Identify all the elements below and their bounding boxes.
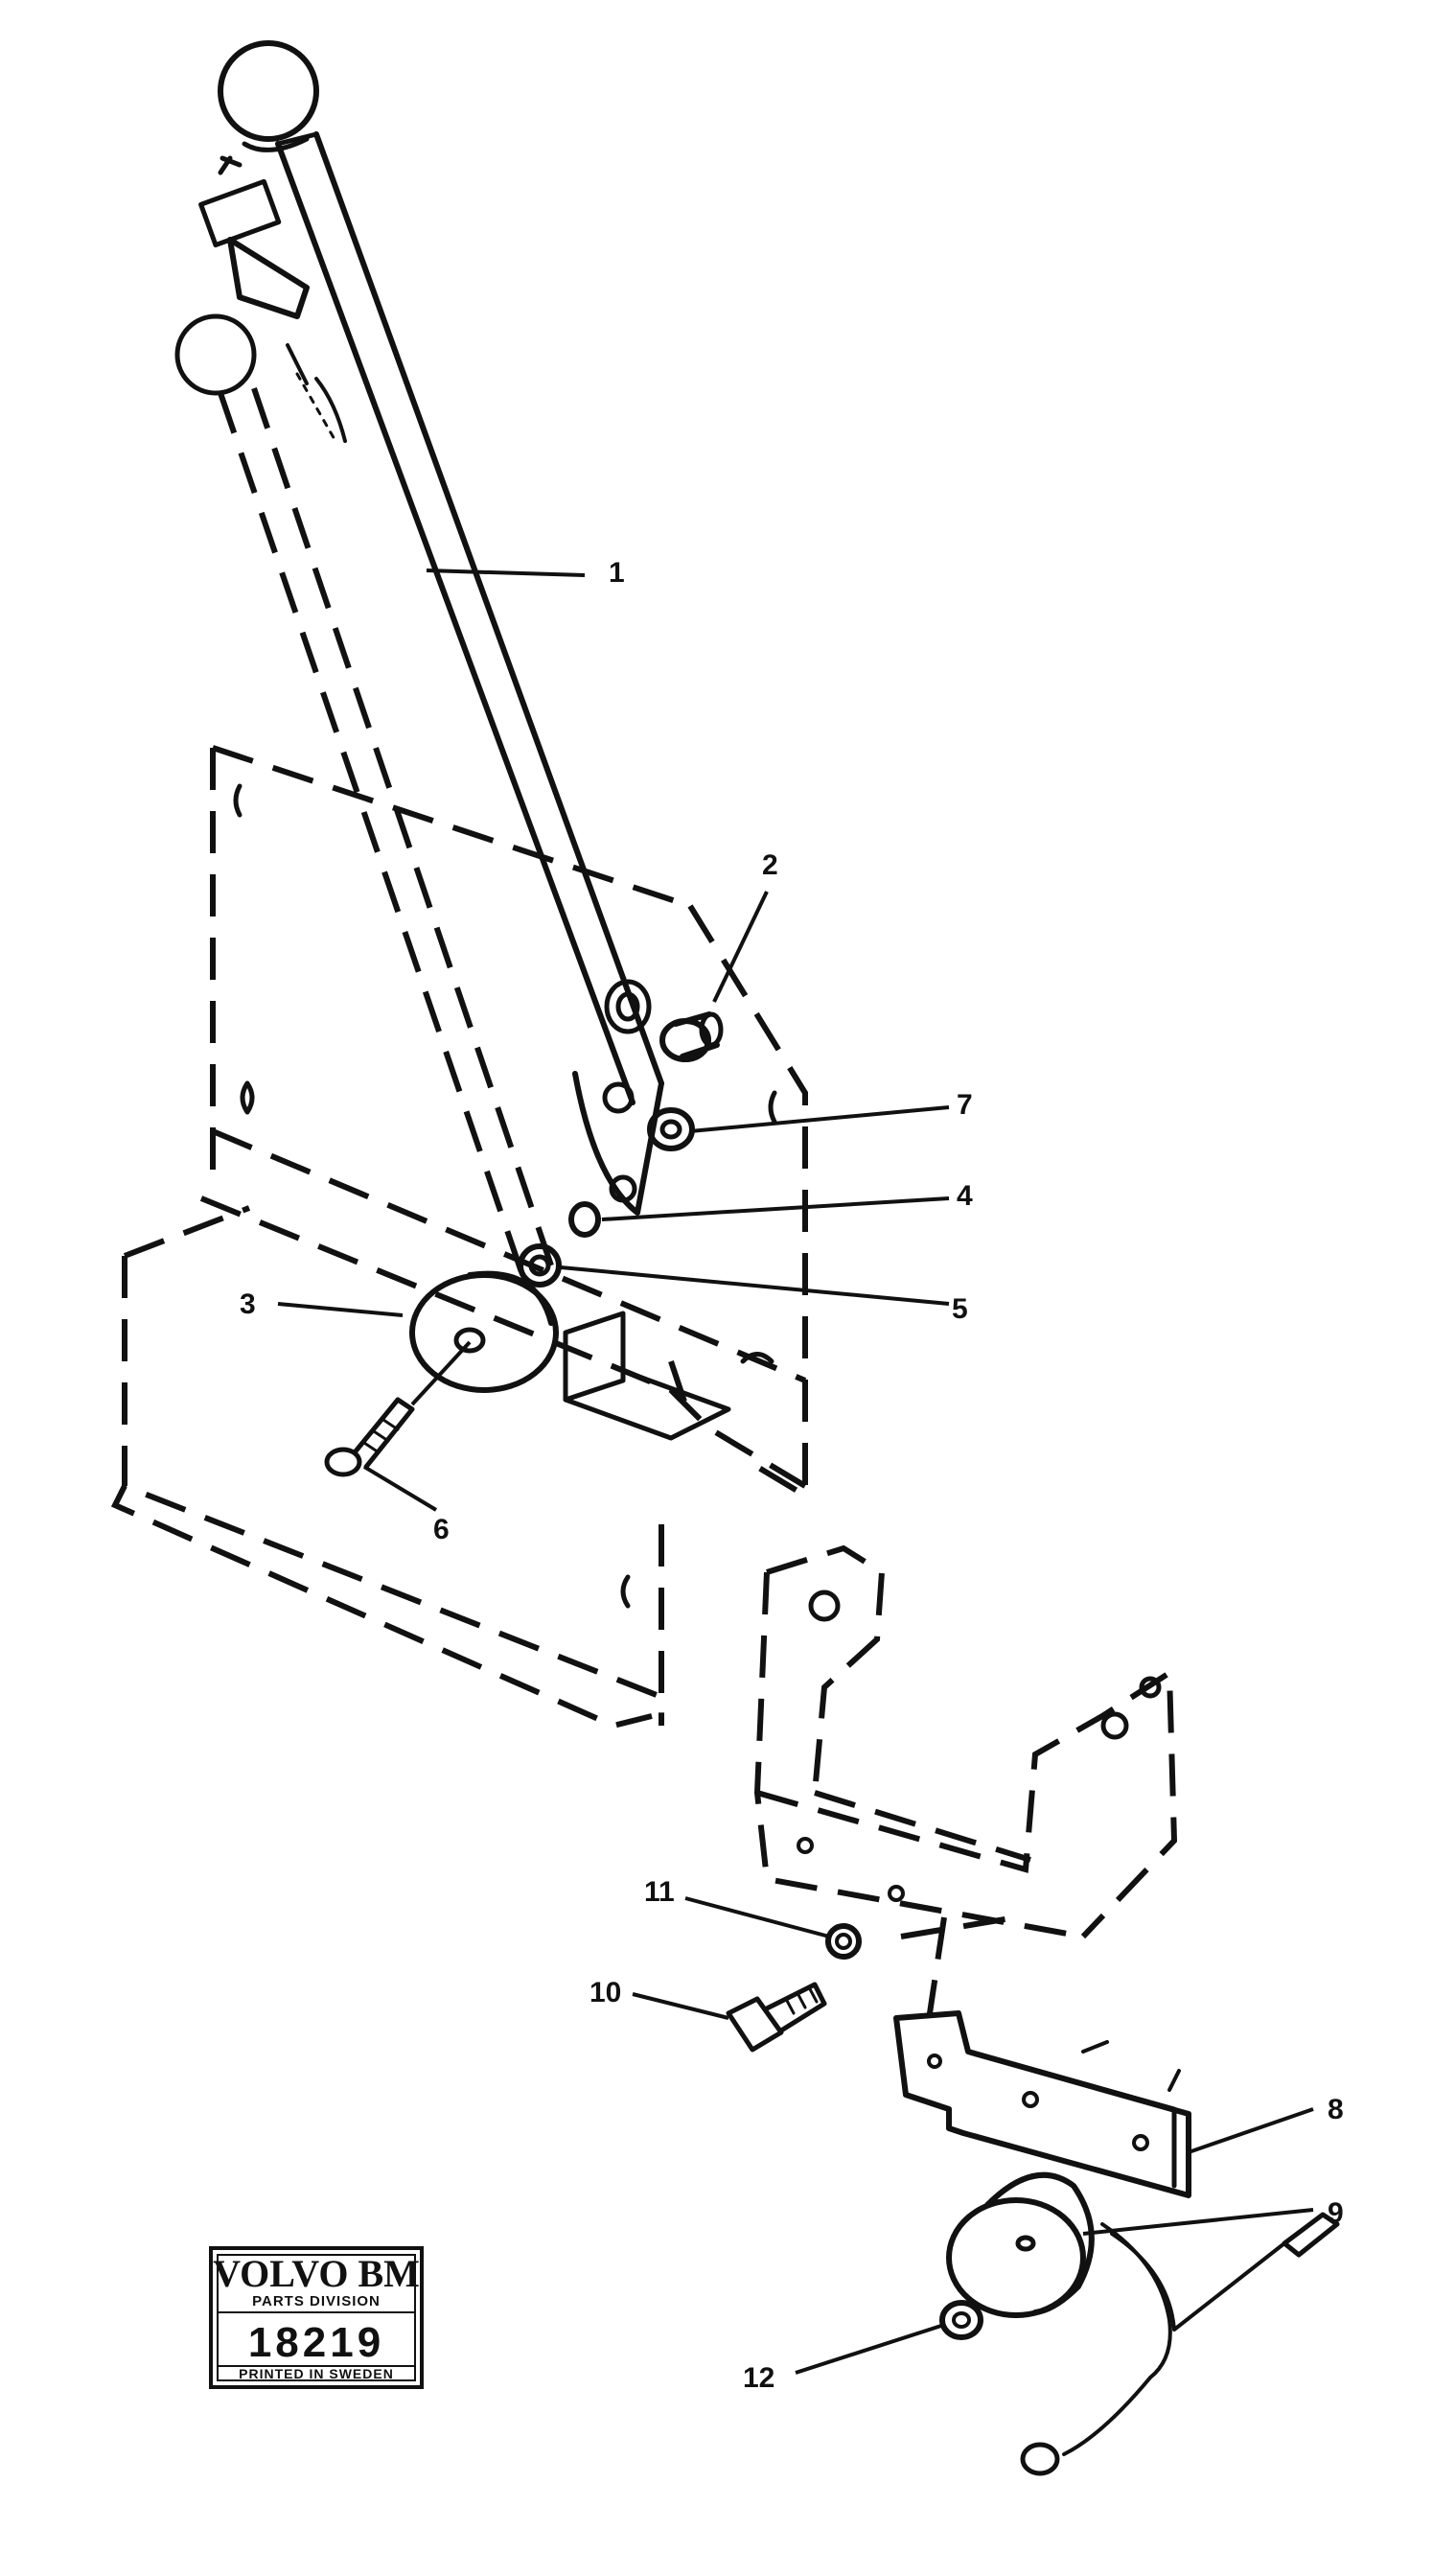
stamp-number: 18219 (248, 2319, 384, 2366)
bracket (753, 1544, 1178, 2014)
control-lever (198, 40, 664, 1216)
mounting-plate (893, 2010, 1191, 2198)
stamp-footer: PRINTED IN SWEDEN (239, 2366, 394, 2381)
lever-alternate-position (174, 313, 554, 1276)
callout-2: 2 (762, 849, 778, 881)
callout-3: 3 (240, 1288, 256, 1320)
stamp-division: PARTS DIVISION (252, 2293, 381, 2309)
callout-8: 8 (1328, 2094, 1344, 2125)
callout-labels: 1 2 7 4 5 3 6 11 10 8 9 12 (240, 557, 1344, 2394)
callout-7: 7 (957, 1089, 973, 1121)
washer-small (568, 1201, 601, 1238)
washer-bracket (825, 1923, 862, 1960)
callout-1: 1 (609, 557, 625, 589)
callout-9: 9 (1328, 2197, 1344, 2229)
callout-5: 5 (952, 1293, 968, 1325)
callout-4: 4 (957, 1180, 973, 1212)
cover-disc (409, 1270, 559, 1393)
lock-nut (647, 1107, 695, 1151)
mounting-panel (110, 745, 808, 1729)
parts-division-stamp: VOLVO BM PARTS DIVISION 18219 PRINTED IN… (209, 2246, 424, 2389)
buzzer (946, 2171, 1340, 2476)
stamp-brand: VOLVO BM (213, 2252, 420, 2295)
callout-12: 12 (743, 2362, 774, 2394)
washer-large (518, 1243, 562, 1288)
callout-11: 11 (644, 1876, 675, 1908)
spacer-sleeve (659, 1011, 724, 1062)
callout-6: 6 (433, 1514, 450, 1545)
screw (324, 1340, 472, 1477)
buzzer-nut (939, 2300, 983, 2340)
bolt (726, 1982, 827, 2053)
callout-10: 10 (589, 1977, 621, 2008)
leader-lines (277, 569, 1314, 2375)
